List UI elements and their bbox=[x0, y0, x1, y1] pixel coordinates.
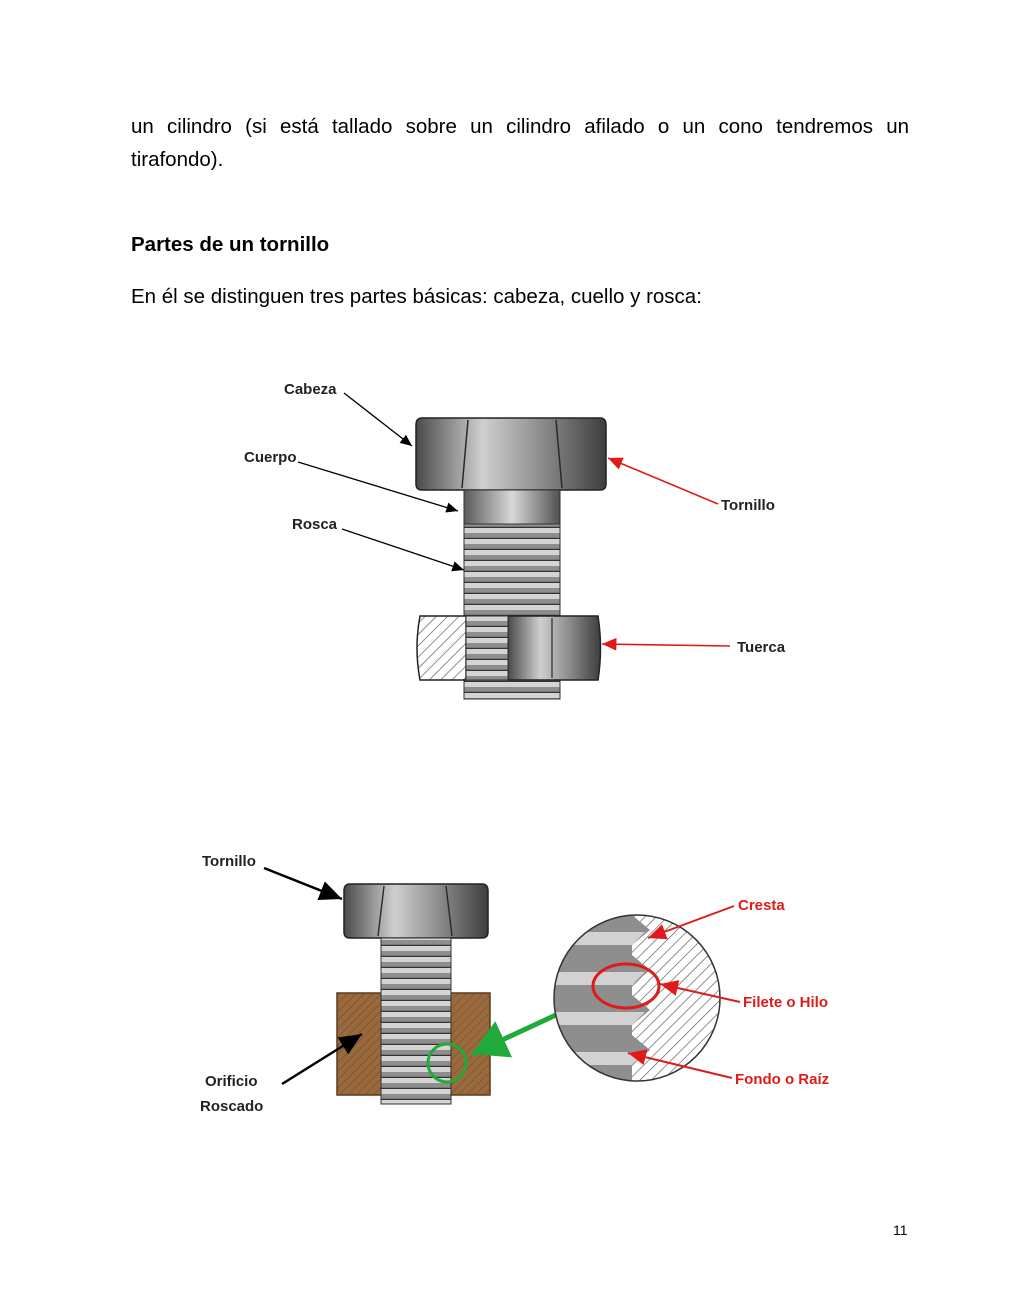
page-number: 11 bbox=[893, 1222, 908, 1238]
label-rosca: Rosca bbox=[292, 516, 338, 533]
bolt-figure-1: Cabeza Cuerpo Rosca Tornillo Tuerca bbox=[244, 381, 786, 700]
bolt2-head bbox=[343, 883, 489, 939]
label-tornillo-2: Tornillo bbox=[202, 853, 256, 870]
thread-detail-circle bbox=[553, 914, 721, 1082]
label-fondo: Fondo o Raíz bbox=[735, 1071, 829, 1088]
label-cuerpo: Cuerpo bbox=[244, 449, 297, 466]
body-paragraph-2: En él se distinguen tres partes básicas:… bbox=[131, 285, 702, 308]
label-cabeza: Cabeza bbox=[284, 381, 337, 398]
bolt-figure-2: Tornillo Orificio Roscado Cresta Filete … bbox=[200, 853, 829, 1115]
body-paragraph-1: un cilindro (si está tallado sobre un ci… bbox=[131, 115, 909, 171]
nut-body bbox=[507, 615, 602, 681]
label-tornillo: Tornillo bbox=[721, 497, 775, 514]
bolt2-threads bbox=[380, 937, 452, 1105]
label-filete: Filete o Hilo bbox=[743, 994, 828, 1011]
bolt-shank bbox=[463, 489, 561, 525]
label-roscado: Roscado bbox=[200, 1098, 263, 1115]
bolt-head bbox=[415, 417, 607, 491]
label-orificio: Orificio bbox=[205, 1073, 258, 1090]
section-heading: Partes de un tornillo bbox=[131, 233, 330, 256]
label-cresta: Cresta bbox=[738, 897, 785, 914]
detail-marker bbox=[426, 1042, 468, 1084]
filete-marker bbox=[591, 962, 661, 1010]
label-tuerca: Tuerca bbox=[737, 639, 786, 656]
nut-section bbox=[416, 615, 467, 681]
